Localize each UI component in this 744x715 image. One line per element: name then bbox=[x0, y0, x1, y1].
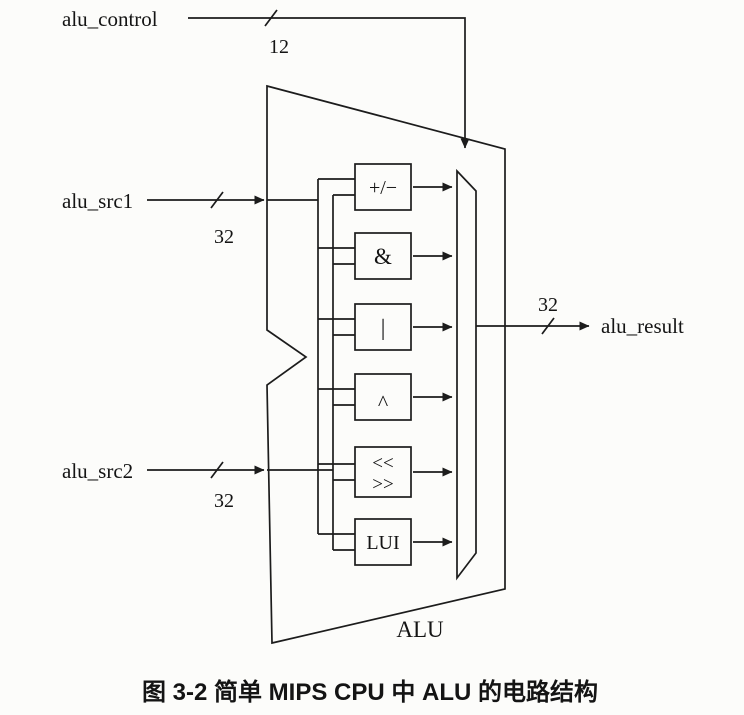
src2-bus-width: 32 bbox=[214, 490, 234, 512]
op-symbol-shift-right: >> bbox=[372, 474, 393, 495]
op-box-shift: << >> bbox=[354, 446, 412, 498]
src1-bus-width: 32 bbox=[214, 226, 234, 248]
op-box-lui: LUI bbox=[354, 518, 412, 566]
result-width-slash bbox=[541, 317, 555, 335]
control-width-slash bbox=[264, 9, 278, 27]
op-symbol: ^ bbox=[378, 390, 389, 415]
result-bus-width: 32 bbox=[538, 294, 558, 316]
alu-result-label: alu_result bbox=[601, 314, 684, 338]
op-box-addsub: +/− bbox=[354, 163, 412, 211]
result-mux bbox=[456, 168, 477, 581]
control-wire bbox=[188, 17, 470, 149]
alu-body bbox=[266, 84, 506, 645]
src2-width-slash bbox=[210, 461, 224, 479]
op-box-and: & bbox=[354, 232, 412, 280]
op-box-or: | bbox=[354, 303, 412, 351]
alu-control-label: alu_control bbox=[62, 7, 158, 31]
control-bus-width: 12 bbox=[269, 36, 289, 58]
op-box-xor: ^ bbox=[354, 373, 412, 421]
op-symbol: +/− bbox=[369, 177, 397, 199]
op-symbol: & bbox=[374, 244, 392, 269]
alu-src2-label: alu_src2 bbox=[62, 459, 133, 483]
figure-caption: 图 3-2 简单 MIPS CPU 中 ALU 的电路结构 bbox=[142, 678, 598, 706]
op-symbol: | bbox=[381, 315, 386, 340]
alu-label: ALU bbox=[396, 617, 444, 642]
op-symbol-shift-left: << bbox=[372, 453, 393, 474]
src1-width-slash bbox=[210, 191, 224, 209]
op-symbol: LUI bbox=[366, 532, 399, 554]
alu-src1-label: alu_src1 bbox=[62, 189, 133, 213]
